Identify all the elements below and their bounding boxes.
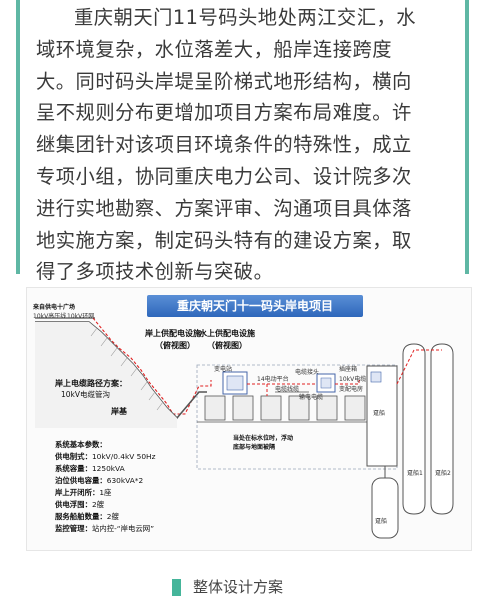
ship-cable [396, 349, 442, 385]
project-diagram: 重庆朝天门十一码头岸电项目 [26, 287, 472, 551]
pontoon-2-label: 趸船2 [435, 470, 451, 477]
equipment-label: 输电电缆 [299, 394, 324, 401]
param-value: 1250kVA [91, 464, 125, 473]
param-value: 1座 [99, 488, 112, 497]
diagram-line-art [35, 317, 454, 539]
source-voltage: 10kV高压线 [33, 313, 67, 320]
cable-path-label: 岸上电缆路径方案： [55, 379, 127, 388]
right-accent-bar [465, 0, 469, 274]
param-value: 10kV/0.4kV 50Hz [91, 452, 156, 461]
dock-platforms [204, 395, 366, 421]
param-row: 泊位供电容量：630kVA*2 [55, 475, 143, 486]
paragraph-line: 专项小组，协同重庆电力公司、设计院多次 [36, 164, 412, 188]
equipment-label: 变配电房 [339, 386, 364, 393]
equipment-label: 变电站 [214, 366, 233, 373]
param-row: 供电制式：10kV/0.4kV 50Hz [55, 451, 155, 462]
param-row: 服务船舶数量：2艘 [55, 511, 119, 522]
param-value: 2艘 [91, 500, 105, 509]
param-row: 供电浮囤：2艘 [55, 499, 104, 510]
caption-text: 整体设计方案 [193, 578, 284, 596]
params-heading: 系统基本参数： [55, 440, 107, 449]
param-row: 系统容量：1250kVA [55, 463, 125, 474]
equipment-label: 插座箱 [339, 366, 358, 373]
diagram-title: 重庆朝天门十一码头岸电项目 [176, 299, 333, 313]
paragraph-line: 呈不规则分布更增加项目方案布局难度。许 [36, 101, 412, 125]
diagram-title-banner: 重庆朝天门十一码头岸电项目 [147, 295, 363, 317]
bank-label: 岸基 [111, 407, 127, 416]
source-label: 来自供电十广场 [33, 304, 76, 311]
param-key: 泊位供电容量： [55, 476, 107, 485]
pontoon-box [370, 371, 382, 383]
cable-path-value: 10kV电缆管沟 [61, 390, 111, 399]
water-section-sub: （俯视图） [207, 341, 247, 350]
paragraph-line: 重庆朝天门11号码头地处两江交汇，水 [74, 6, 417, 29]
shore-section-title: 岸上供配电设施 [145, 329, 201, 338]
socket-inner [320, 377, 332, 389]
ship-1 [402, 343, 426, 515]
substation-inner [226, 375, 244, 391]
paragraph-line: 地实施方案，制定码头特有的建设方案，取 [36, 228, 412, 252]
param-value: 站内控-“岸电云网” [91, 524, 155, 533]
equipment-label: 10kV电缆 [339, 376, 367, 383]
lower-dock [371, 477, 399, 539]
article-block: 重庆朝天门11号码头地处两江交汇，水 域环境复杂，水位落差大，船岸连接跨度 大。… [0, 0, 489, 283]
param-key: 岸上开闭所： [55, 488, 100, 497]
paragraph-line: 大。同时码头岸堤呈阶梯式地形结构，横向 [36, 69, 412, 93]
pontoon-column [366, 365, 398, 467]
param-key: 供电浮囤： [55, 500, 92, 509]
param-value: 2艘 [106, 512, 119, 521]
cable-route [92, 317, 212, 415]
ship-2 [430, 343, 454, 515]
equipment-label: 电缆线缆 [275, 386, 300, 393]
dock-a-label: 趸船 [373, 410, 386, 417]
param-key: 供电制式： [55, 452, 92, 461]
paragraph-line: 得了多项技术创新与突破。 [36, 260, 274, 284]
paragraph-line: 进行实地勘察、方案评审、沟通项目具体落 [36, 196, 412, 220]
equipment-label: 电缆接头 [295, 369, 320, 376]
slope-hatch [90, 327, 164, 411]
paragraph-line: 继集团针对该项目环境条件的特殊性，成立 [36, 133, 412, 157]
dock-b-label: 趸船 [375, 518, 388, 525]
param-key: 服务船舶数量： [55, 512, 107, 521]
equipment-label: 14电动平台 [257, 376, 289, 383]
pontoon-1-label: 趸船1 [407, 470, 423, 477]
param-key: 监控管理： [55, 524, 92, 533]
water-level-note: 当处在标水位时，浮动 底部与地面被隔 [233, 435, 294, 451]
shore-section-sub: （俯视图） [155, 341, 195, 350]
bank-fill [35, 322, 177, 428]
water-section-title: 水上供配电设施 [199, 329, 255, 338]
article-paragraph: 重庆朝天门11号码头地处两江交汇，水 域环境复杂，水位落差大，船岸连接跨度 大。… [36, 2, 450, 288]
param-value: 630kVA*2 [106, 476, 144, 485]
param-row: 监控管理：站内控-“岸电云网” [55, 523, 154, 534]
paragraph-line: 域环境复杂，水位落差大，船岸连接跨度 [36, 37, 393, 61]
param-key: 系统容量： [55, 464, 92, 473]
param-row: 岸上开闭所：1座 [55, 487, 111, 498]
ring-label: 10kV环网 [67, 313, 95, 320]
water-cable [247, 378, 360, 396]
caption-marker [172, 579, 181, 596]
left-accent-bar [16, 0, 20, 274]
